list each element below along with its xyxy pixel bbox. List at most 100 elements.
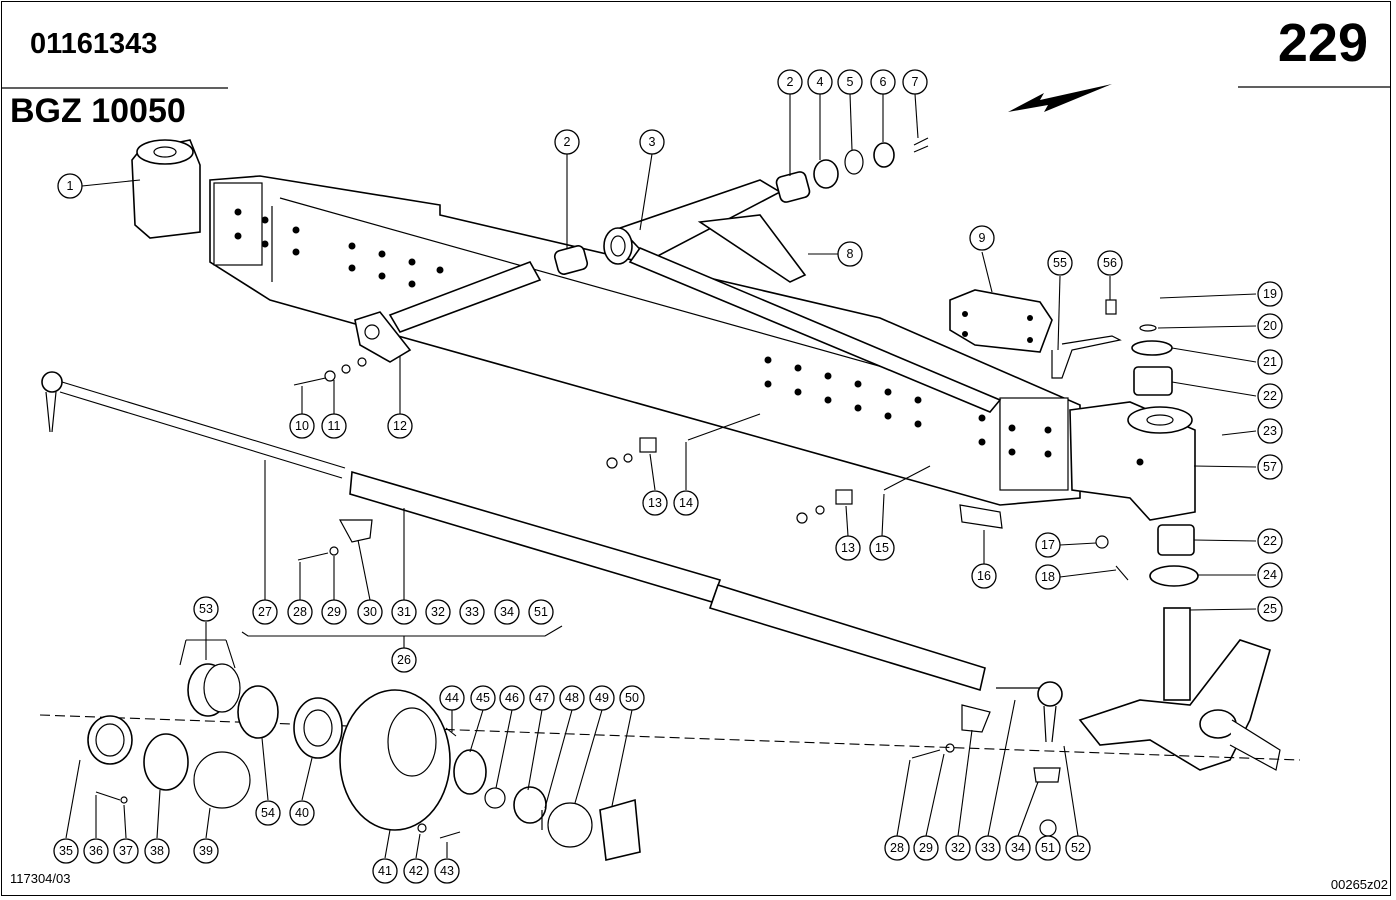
callout[interactable]: 46 [499, 685, 525, 711]
model-designation: BGZ 10050 [10, 92, 186, 130]
tie-rod [41, 371, 1063, 837]
callout[interactable]: 37 [113, 838, 139, 864]
bushes-and-nuts [553, 137, 929, 275]
svg-text:7: 7 [912, 75, 919, 89]
callout[interactable]: 7 [902, 69, 928, 95]
callout[interactable]: 51 [1035, 835, 1061, 861]
callout[interactable]: 40 [289, 800, 315, 826]
callout[interactable]: 34 [494, 599, 520, 625]
callout[interactable]: 48 [559, 685, 585, 711]
callout[interactable]: 47 [529, 685, 555, 711]
callout[interactable]: 41 [372, 858, 398, 884]
callout[interactable]: 55 [1047, 250, 1073, 276]
callout[interactable]: 52 [1065, 835, 1091, 861]
callout[interactable]: 17 [1035, 532, 1061, 558]
callout[interactable]: 34 [1005, 835, 1031, 861]
callout[interactable]: 6 [870, 69, 896, 95]
callout[interactable]: 8 [837, 241, 863, 267]
svg-text:6: 6 [880, 75, 887, 89]
svg-text:14: 14 [679, 496, 693, 510]
callout[interactable]: 3 [639, 129, 665, 155]
callout[interactable]: 22 [1257, 383, 1283, 409]
callout[interactable]: 36 [83, 838, 109, 864]
callout[interactable]: 35 [53, 838, 79, 864]
callout[interactable]: 22 [1257, 528, 1283, 554]
callout[interactable]: 51 [528, 599, 554, 625]
callout[interactable]: 18 [1035, 564, 1061, 590]
callout[interactable]: 4 [807, 69, 833, 95]
svg-text:52: 52 [1071, 841, 1085, 855]
svg-text:50: 50 [625, 691, 639, 705]
svg-text:38: 38 [150, 844, 164, 858]
callout[interactable]: 15 [869, 535, 895, 561]
footer-right-code: 00265z02 [1330, 877, 1388, 892]
callout[interactable]: 53 [193, 596, 219, 622]
callout[interactable]: 20 [1257, 313, 1283, 339]
callout[interactable]: 14 [673, 490, 699, 516]
callout[interactable]: 13 [642, 490, 668, 516]
callout[interactable]: 26 [391, 647, 417, 673]
svg-text:32: 32 [431, 605, 445, 619]
callout[interactable]: 1 [57, 173, 83, 199]
svg-text:16: 16 [977, 569, 991, 583]
svg-text:33: 33 [981, 841, 995, 855]
svg-text:57: 57 [1263, 460, 1277, 474]
footer-left-code: 117304/03 [10, 871, 71, 886]
svg-text:53: 53 [199, 602, 213, 616]
callout[interactable]: 32 [945, 835, 971, 861]
svg-text:20: 20 [1263, 319, 1277, 333]
callout[interactable]: 43 [434, 858, 460, 884]
svg-text:29: 29 [327, 605, 341, 619]
svg-text:30: 30 [363, 605, 377, 619]
callout[interactable]: 32 [425, 599, 451, 625]
svg-text:40: 40 [295, 806, 309, 820]
callout[interactable]: 13 [835, 535, 861, 561]
callout[interactable]: 38 [144, 838, 170, 864]
callout[interactable]: 56 [1097, 250, 1123, 276]
callout[interactable]: 2 [554, 129, 580, 155]
callout[interactable]: 29 [913, 835, 939, 861]
callout[interactable]: 23 [1257, 418, 1283, 444]
svg-text:15: 15 [875, 541, 889, 555]
svg-text:45: 45 [476, 691, 490, 705]
axle-beam [131, 139, 1196, 521]
callout[interactable]: 50 [619, 685, 645, 711]
callout[interactable]: 44 [439, 685, 465, 711]
callout[interactable]: 2 [777, 69, 803, 95]
callout[interactable]: 19 [1257, 281, 1283, 307]
callout[interactable]: 33 [975, 835, 1001, 861]
svg-text:39: 39 [199, 844, 213, 858]
callout[interactable]: 12 [387, 413, 413, 439]
callout[interactable]: 25 [1257, 596, 1283, 622]
callout[interactable]: 31 [391, 599, 417, 625]
spring-pad-and-bracket [949, 289, 1122, 379]
callout[interactable]: 27 [252, 599, 278, 625]
callout[interactable]: 30 [357, 599, 383, 625]
callout[interactable]: 28 [884, 835, 910, 861]
wheel-hub-assembly [39, 663, 1301, 861]
callout[interactable]: 28 [287, 599, 313, 625]
svg-text:44: 44 [445, 691, 459, 705]
callout[interactable]: 24 [1257, 562, 1283, 588]
callout[interactable]: 11 [321, 413, 347, 439]
callout[interactable]: 29 [321, 599, 347, 625]
callout[interactable]: 33 [459, 599, 485, 625]
callout[interactable]: 42 [403, 858, 429, 884]
callout[interactable]: 39 [193, 838, 219, 864]
callout[interactable]: 54 [255, 800, 281, 826]
svg-text:11: 11 [328, 419, 341, 433]
callout[interactable]: 16 [971, 563, 997, 589]
svg-text:34: 34 [1011, 841, 1025, 855]
callout[interactable]: 21 [1257, 349, 1283, 375]
callout[interactable]: 9 [969, 225, 995, 251]
callout[interactable]: 45 [470, 685, 496, 711]
callout[interactable]: 49 [589, 685, 615, 711]
svg-text:33: 33 [465, 605, 479, 619]
callout[interactable]: 57 [1257, 454, 1283, 480]
svg-text:29: 29 [919, 841, 933, 855]
svg-text:21: 21 [1263, 355, 1277, 369]
svg-text:25: 25 [1263, 602, 1277, 616]
callout[interactable]: 10 [289, 413, 315, 439]
callout[interactable]: 5 [837, 69, 863, 95]
